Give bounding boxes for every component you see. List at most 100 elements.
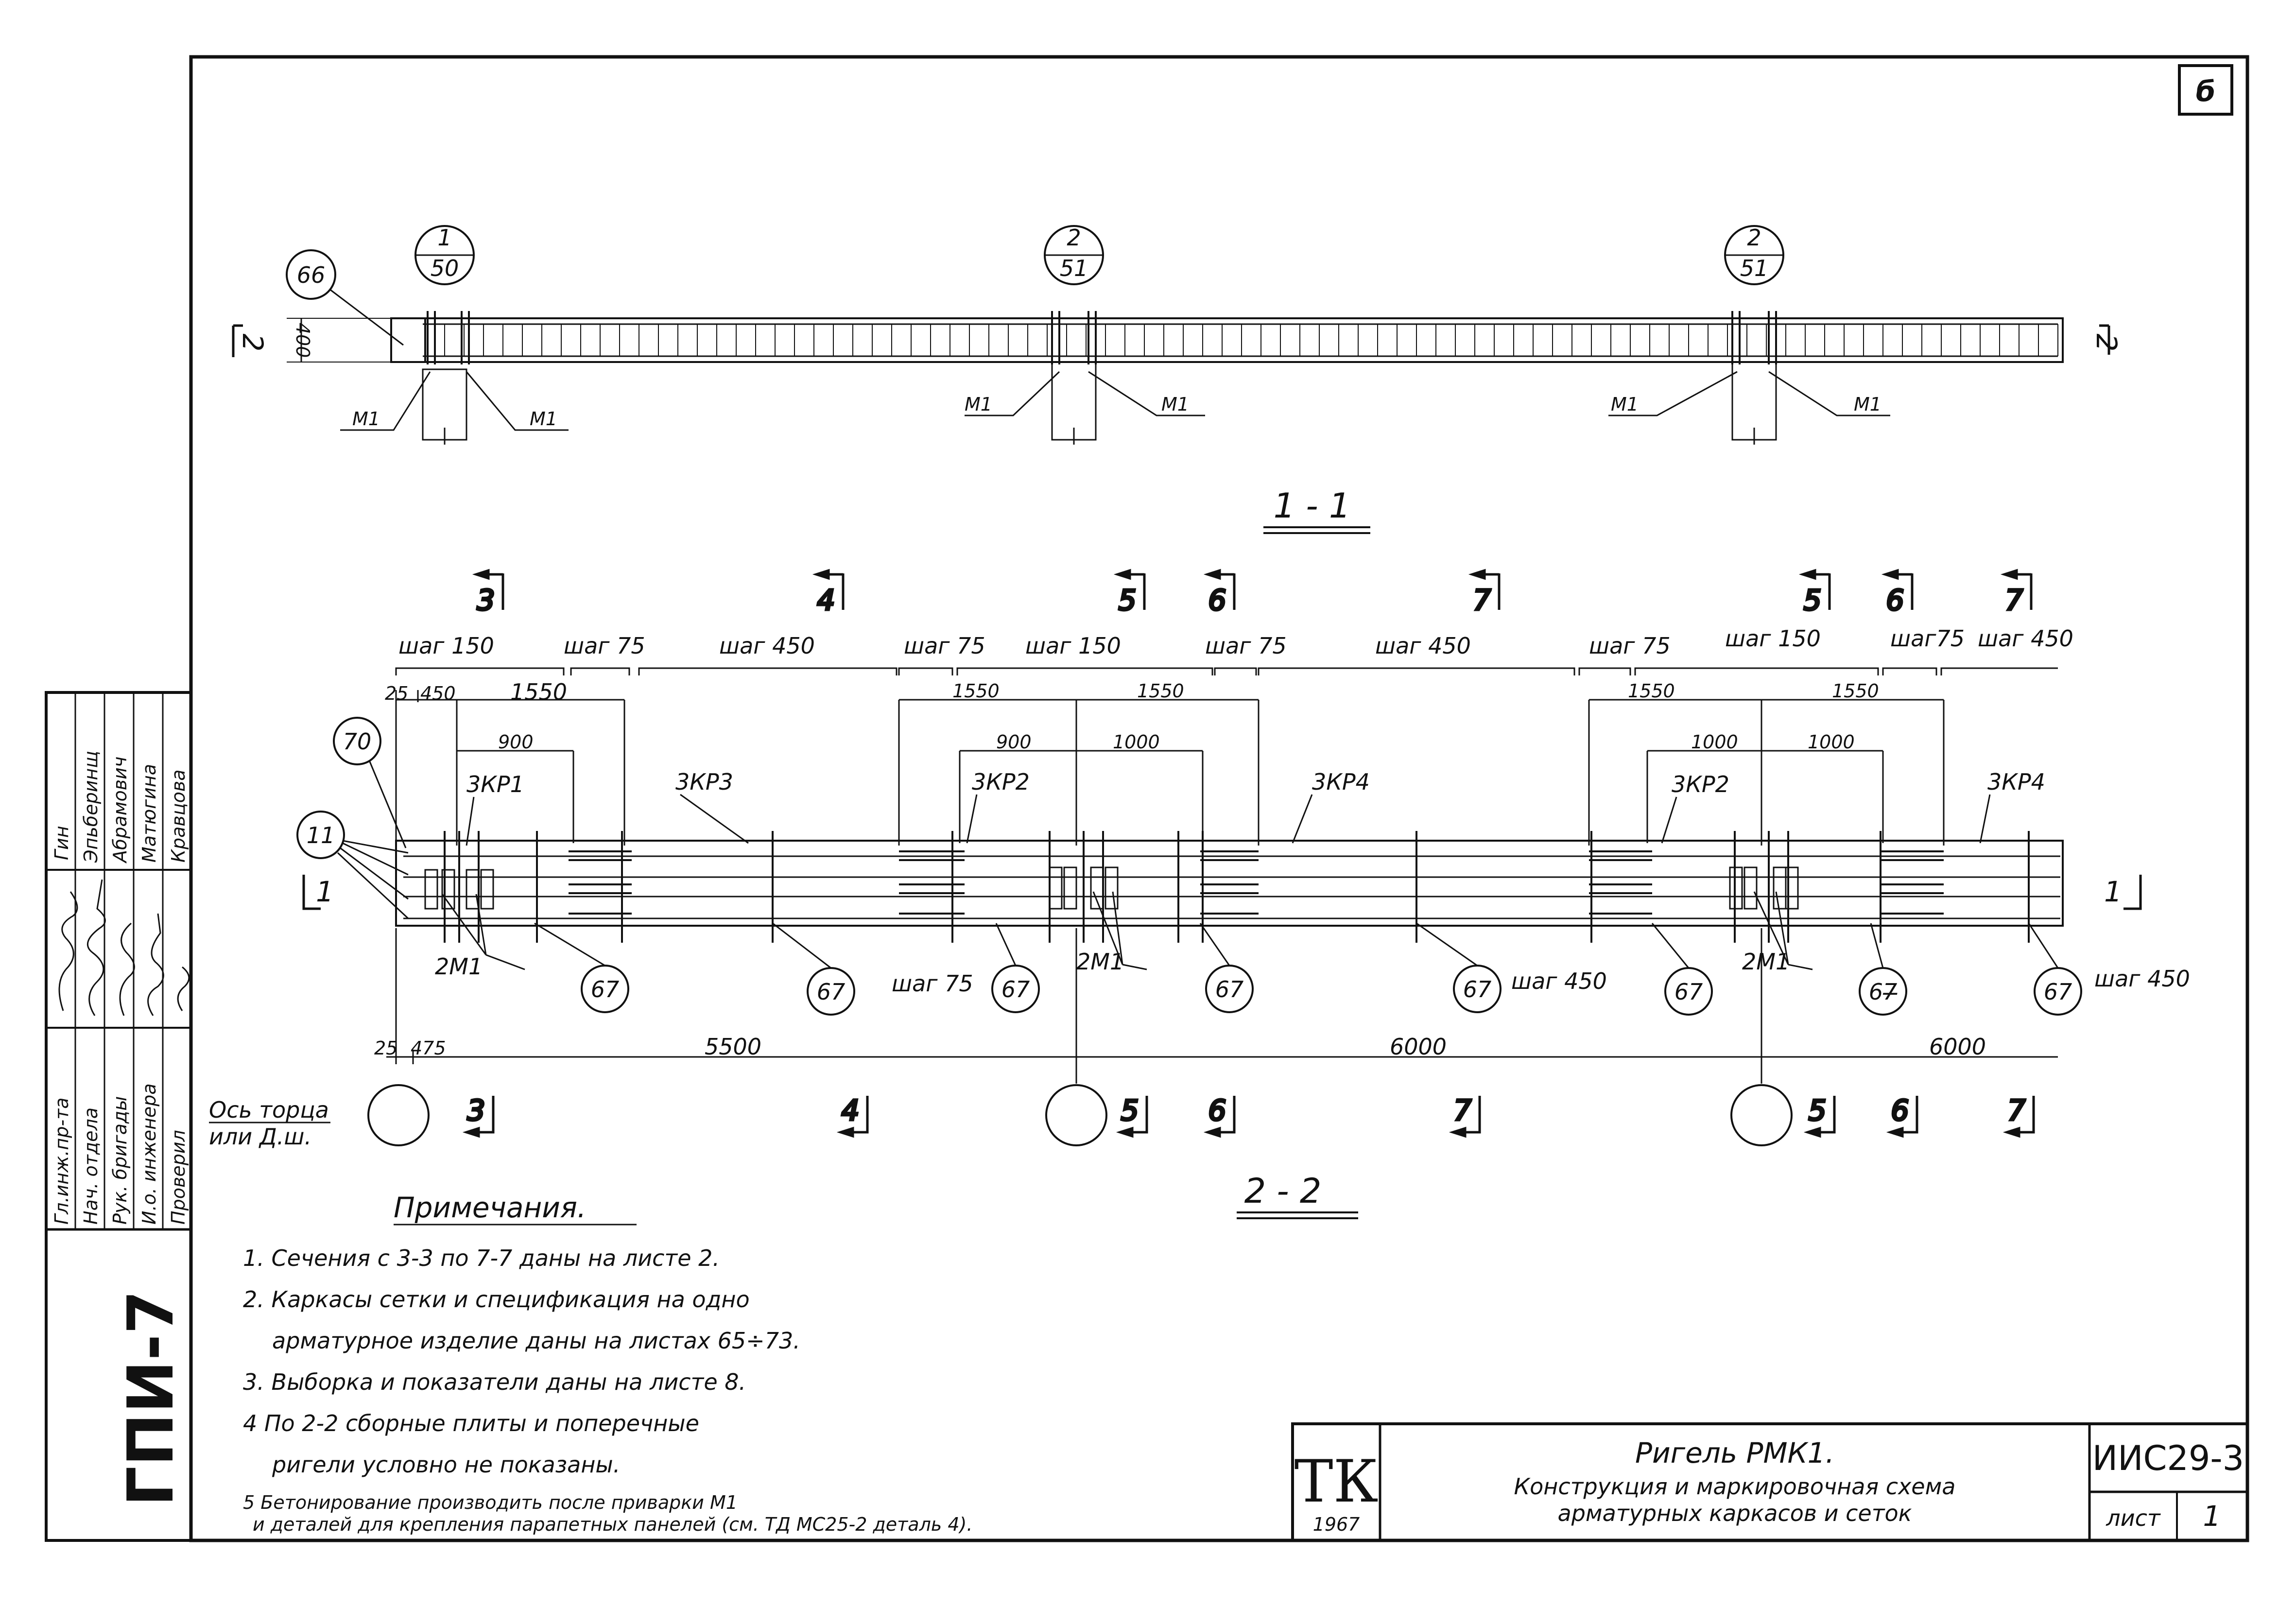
dim-1550: 1550 — [1137, 680, 1184, 702]
frame-leaders — [466, 794, 1991, 846]
m1-plates — [427, 311, 1777, 364]
frame-label: 3КР1 — [466, 771, 524, 797]
step-label: шаг 450 — [2094, 966, 2190, 992]
dim-900: 900 — [498, 731, 534, 753]
cut-marker: 7 — [1449, 1093, 1481, 1138]
m1-label: М1 — [352, 408, 380, 430]
step-label: шаг 150 — [1025, 633, 1121, 659]
stamp-name: Гин — [51, 826, 72, 860]
dim-1000: 1000 — [1808, 731, 1855, 753]
svg-text:4: 4 — [817, 584, 835, 617]
sheet-code: б — [2196, 75, 2216, 108]
mark-67: 67 — [534, 922, 629, 1013]
sheet-frame: б — [189, 55, 2249, 1542]
frame-label: 3КР2 — [972, 769, 1030, 795]
column-support — [1731, 361, 1777, 445]
step-label: шаг 75 — [904, 633, 985, 659]
mark-67: 67 — [1651, 923, 1713, 1016]
sheet-number: 1 — [2203, 1500, 2221, 1533]
stamp-role: И.о. инженера — [138, 1083, 160, 1225]
drawing-title: Ригель РМК1. — [1635, 1436, 1834, 1469]
svg-text:67: 67 — [1463, 976, 1492, 1002]
note-line: 4 По 2-2 сборные плиты и поперечные — [243, 1410, 699, 1436]
doc-code: ИИС29-3 — [2092, 1438, 2244, 1478]
svg-text:5: 5 — [1119, 584, 1137, 617]
step-label: шаг 450 — [719, 633, 815, 659]
m1-label: М1 — [965, 394, 992, 415]
svg-text:7: 7 — [1473, 584, 1491, 617]
cut-marker: 4 — [836, 1093, 869, 1138]
dim-6000: 6000 — [1390, 1034, 1447, 1060]
stamp-name: Кравцова — [168, 769, 189, 863]
signatures — [58, 879, 190, 1016]
stamp-org: ГПИ-7 — [114, 1290, 188, 1506]
m1-leaders — [340, 371, 1890, 431]
drawing-subtitle: арматурных каркасов и сеток — [1558, 1500, 1912, 1526]
cut-marker: 6 — [1203, 1093, 1236, 1138]
two-m1-label: 2М1 — [1076, 949, 1124, 975]
column-support — [1051, 361, 1097, 445]
cut-marker: 5 — [1116, 1093, 1148, 1138]
title-block: ТК 1967 Ригель РМК1. Конструкция и марки… — [1291, 1422, 2249, 1542]
stamp-role: Гл.инж.пр-та — [51, 1098, 72, 1225]
section-title-2-2: 2 - 2 — [1244, 1171, 1322, 1211]
mark-67: 67 — [2028, 923, 2082, 1016]
axis-circle — [1045, 1084, 1107, 1146]
mark-67: 67 — [991, 923, 1040, 1013]
cut-marker: 5 — [1803, 1093, 1836, 1138]
cut-marker: 3 — [462, 1093, 495, 1138]
svg-text:1: 1 — [316, 875, 334, 908]
step-label: шаг 75 — [1205, 633, 1287, 659]
stamp-role: Нач. отдела — [80, 1107, 102, 1225]
dim-1550: 1550 — [1832, 680, 1879, 702]
mark-67: 67 — [772, 922, 855, 1016]
stamp-name: Абрамович — [109, 757, 131, 864]
notes-title: Примечания. — [394, 1191, 586, 1224]
m1-label: М1 — [1161, 394, 1189, 415]
dimension-lines-bottom — [386, 928, 2058, 1084]
dim-25: 25 — [385, 683, 408, 704]
svg-text:5: 5 — [1804, 584, 1822, 617]
support-mesh — [424, 866, 1799, 910]
year: 1967 — [1313, 1514, 1360, 1535]
mark-66: 66 — [286, 249, 404, 346]
svg-text:70: 70 — [343, 728, 372, 755]
side-stamp: Гл.инж.пр-та Нач. отдела Рук. бригады И.… — [45, 691, 192, 1542]
column-support — [422, 368, 467, 445]
mark-67: 67 — [1199, 923, 1254, 1013]
step-label: шаг 450 — [1978, 625, 2073, 652]
note-line: 3. Выборка и показатели даны на листе 8. — [243, 1369, 746, 1395]
frame-label: 3КР2 — [1672, 771, 1729, 797]
svg-text:1: 1 — [437, 225, 451, 251]
axis-label: Ось торца — [209, 1097, 329, 1123]
dim-6000: 6000 — [1929, 1034, 1986, 1060]
cut-marker-left: 2 — [232, 324, 269, 357]
cut-marker-right: 1 — [2104, 875, 2142, 910]
svg-text:11: 11 — [307, 822, 335, 848]
svg-text:67: 67 — [1001, 976, 1030, 1002]
svg-text:2: 2 — [236, 334, 269, 352]
svg-text:2: 2 — [1747, 225, 1761, 251]
height-dimension: 400 — [292, 323, 313, 358]
stamp-role: Проверил — [168, 1130, 189, 1225]
step-label: шаг 75 — [564, 633, 645, 659]
step-label: шаг 150 — [1725, 625, 1821, 652]
frame-label: 3КР3 — [675, 769, 733, 795]
stamp-name: Матюгина — [138, 764, 160, 863]
mark-70: 70 — [333, 717, 407, 848]
svg-text:67: 67 — [1215, 976, 1244, 1002]
svg-text:2: 2 — [1067, 225, 1081, 251]
two-m1-label: 2М1 — [435, 953, 483, 980]
sheet-label: лист — [2106, 1505, 2161, 1531]
svg-text:7: 7 — [2005, 584, 2023, 617]
axis-circle — [1730, 1084, 1793, 1146]
step-label: шаг 75 — [892, 970, 973, 997]
cut-marker: 7 — [2003, 1093, 2035, 1138]
dim-475: 475 — [411, 1037, 446, 1059]
svg-text:5: 5 — [1121, 1094, 1139, 1127]
step-label: шаг 150 — [398, 633, 494, 659]
step-label: шаг75 — [1890, 625, 1965, 652]
frame-label: 3КР4 — [1987, 769, 2045, 795]
svg-text:1: 1 — [2104, 875, 2122, 908]
